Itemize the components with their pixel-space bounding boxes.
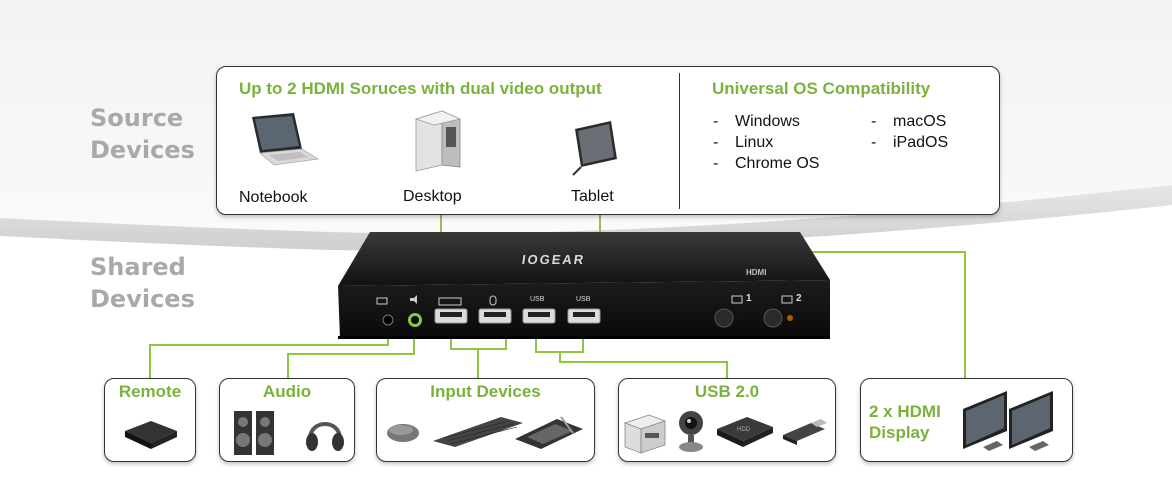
remote-box: Remote [104, 378, 196, 462]
drawing-tablet-icon [515, 416, 583, 449]
kvm-switch-device: IOGEAR HDMI [330, 228, 840, 343]
os-dash: - [871, 134, 877, 151]
tablet-icon [572, 121, 617, 176]
remote-icon [125, 421, 177, 449]
os-linux: Linux [735, 134, 774, 151]
os-dash: - [871, 113, 877, 130]
speakers-icon [234, 411, 274, 455]
shared-label-line1: Shared [90, 253, 186, 281]
source-panel: Up to 2 HDMI Soruces with dual video out… [216, 66, 1000, 215]
keyboard-icon [433, 417, 523, 447]
usb-flash-drive-icon [783, 419, 827, 445]
port-2-label: 2 [796, 293, 802, 304]
port-1-label: 1 [746, 293, 752, 304]
shared-devices-label: Shared Devices [90, 251, 195, 315]
source-devices-label: Source Devices [90, 102, 195, 166]
os-dash: - [713, 134, 719, 151]
display-title: 2 x HDMI Display [869, 401, 941, 443]
headphones-icon [306, 422, 344, 451]
panel-divider [679, 73, 680, 209]
input-devices-box: Input Devices [376, 378, 595, 462]
desktop-icon [414, 110, 462, 172]
audio-title: Audio [262, 382, 312, 401]
os-chromeos: Chrome OS [735, 155, 820, 172]
os-dash: - [713, 155, 719, 172]
notebook-label: Notebook [239, 189, 308, 206]
hard-drive-icon: HDD [717, 417, 773, 447]
front-ports [376, 295, 793, 328]
os-windows: Windows [735, 113, 800, 130]
svg-text:HDD: HDD [737, 427, 751, 433]
hdmi-logo: HDMI [746, 268, 767, 277]
usb-box: USB 2.0 HDD [618, 378, 836, 462]
webcam-icon [679, 411, 703, 452]
remote-title: Remote [118, 382, 182, 401]
input-devices-title: Input Devices [430, 382, 541, 401]
source-label-line1: Source [90, 104, 184, 132]
notebook-icon [252, 113, 320, 166]
display-title-line2: Display [869, 423, 930, 442]
usb-port-label-2: USB [576, 296, 591, 303]
printer-icon [623, 414, 667, 454]
dual-monitors-icon [963, 391, 1053, 451]
os-macos: macOS [893, 113, 947, 130]
source-panel-title: Up to 2 HDMI Soruces with dual video out… [239, 79, 602, 98]
desktop-label: Desktop [403, 188, 462, 205]
display-box: 2 x HDMI Display [860, 378, 1073, 462]
usb-port-label-1: USB [530, 296, 545, 303]
os-panel-title: Universal OS Compatibility [712, 79, 931, 98]
tablet-label: Tablet [571, 188, 614, 205]
os-ipados: iPadOS [893, 134, 949, 151]
audio-box: Audio [219, 378, 355, 462]
display-title-line1: 2 x HDMI [869, 402, 941, 421]
source-label-line2: Devices [90, 136, 195, 164]
mouse-icon [387, 424, 419, 442]
usb-title: USB 2.0 [694, 382, 760, 401]
shared-label-line2: Devices [90, 285, 195, 313]
os-dash: - [713, 113, 719, 130]
